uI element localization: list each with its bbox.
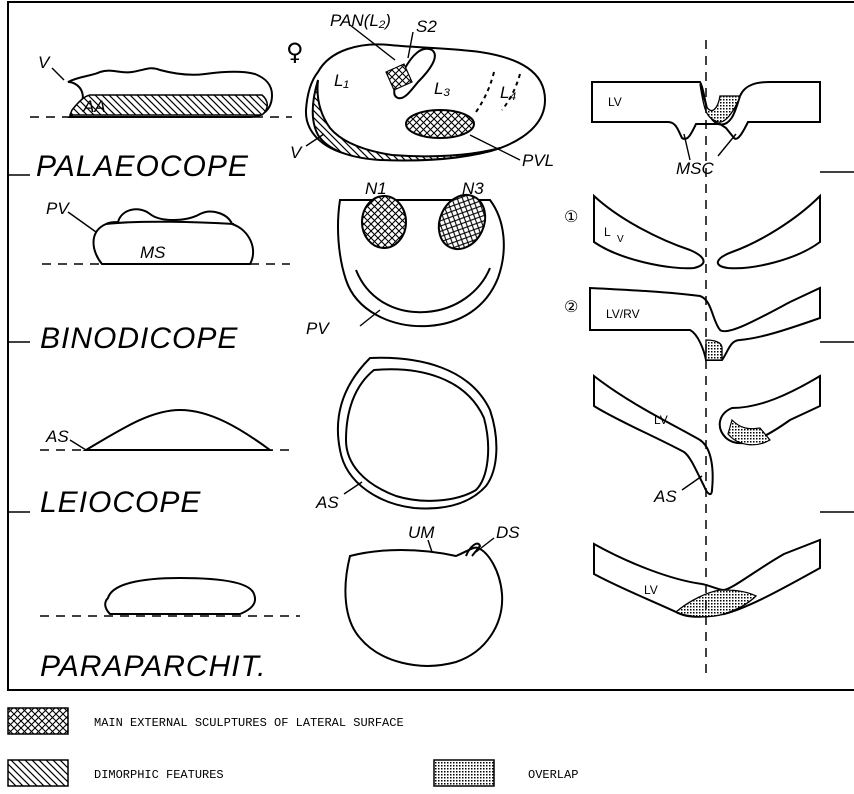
palaeocope-lateral-view: ♀ L₁ PAN(L₂) S2 L₃ L₄ V PVL	[286, 11, 554, 170]
binodicope-side-view: PV MS	[42, 199, 290, 264]
paraparchit-section-view: LV	[594, 540, 820, 617]
figure-label: N3	[462, 179, 484, 198]
figure-label: L	[604, 225, 611, 239]
figure-label: UM	[408, 523, 435, 542]
paraparchit-row: PARAPARCHIT. UM DS LV	[40, 523, 820, 683]
figure-label: AS	[45, 427, 69, 446]
figure-label: L₃	[434, 79, 450, 98]
figure-label: LV	[608, 95, 622, 109]
paraparchit-lateral-view: UM DS	[345, 523, 520, 666]
binodicope-section-view: ① L V ② LV/RV	[564, 196, 854, 360]
figure-label: V	[38, 53, 51, 72]
figure-label: AA	[82, 97, 106, 116]
figure-label: ♀	[286, 38, 304, 66]
figure-label: PV	[46, 199, 70, 218]
leiocope-lateral-view: AS	[315, 358, 496, 512]
legend: MAIN EXTERNAL SCULPTURES OF LATERAL SURF…	[8, 708, 578, 786]
paraparchit-side-view	[40, 578, 300, 616]
figure-label: MS	[140, 243, 166, 262]
palaeocope-row: V AA PALAEOCOPE ♀ L₁ PAN(L₂) S2 L₃ L₄	[8, 11, 854, 183]
figure-label: DIMORPHIC FEATURES	[94, 768, 224, 782]
figure-label: ①	[564, 207, 578, 226]
figure-label: L₄	[500, 83, 516, 102]
leiocope-side-view: AS	[40, 410, 290, 450]
order-name-paraparchit: PARAPARCHIT.	[40, 650, 267, 683]
palaeocope-section-view: LV MSC	[592, 82, 854, 178]
order-name-palaeocope: PALAEOCOPE	[36, 150, 249, 183]
order-name-leiocope: LEIOCOPE	[40, 486, 201, 519]
legend-item-crosshatch: MAIN EXTERNAL SCULPTURES OF LATERAL SURF…	[8, 708, 404, 734]
leiocope-row: AS LEIOCOPE AS LV AS	[8, 358, 854, 519]
binodicope-row: PV MS BINODICOPE N1 N3 PV ① L V ② LV/RV	[8, 179, 854, 360]
figure-label: S2	[416, 17, 437, 36]
figure-label: V	[617, 234, 624, 245]
figure-label: V	[290, 143, 303, 162]
figure-label: PVL	[522, 151, 554, 170]
figure-label: LV	[644, 583, 658, 597]
figure-label: ②	[564, 297, 578, 316]
figure-label: N1	[365, 179, 387, 198]
palaeocope-side-view: V AA	[30, 53, 292, 117]
figure-label: AS	[653, 487, 677, 506]
figure-label: AS	[315, 493, 339, 512]
order-name-binodicope: BINODICOPE	[40, 322, 238, 355]
figure-label: LV	[654, 413, 668, 427]
legend-item-diagonal: DIMORPHIC FEATURES	[8, 760, 224, 786]
leiocope-section-view: LV AS	[594, 376, 854, 512]
figure-label: L₁	[334, 71, 349, 90]
figure-label: LV/RV	[606, 307, 640, 321]
figure-label: OVERLAP	[528, 768, 578, 782]
figure-label: PV	[306, 319, 330, 338]
binodicope-lateral-view: N1 N3 PV	[306, 179, 504, 338]
figure-label: MSC	[676, 159, 715, 178]
legend-item-stipple: OVERLAP	[434, 760, 578, 786]
figure-label: DS	[496, 523, 520, 542]
figure-label: PAN(L₂)	[330, 11, 391, 30]
figure-label: MAIN EXTERNAL SCULPTURES OF LATERAL SURF…	[94, 716, 404, 730]
